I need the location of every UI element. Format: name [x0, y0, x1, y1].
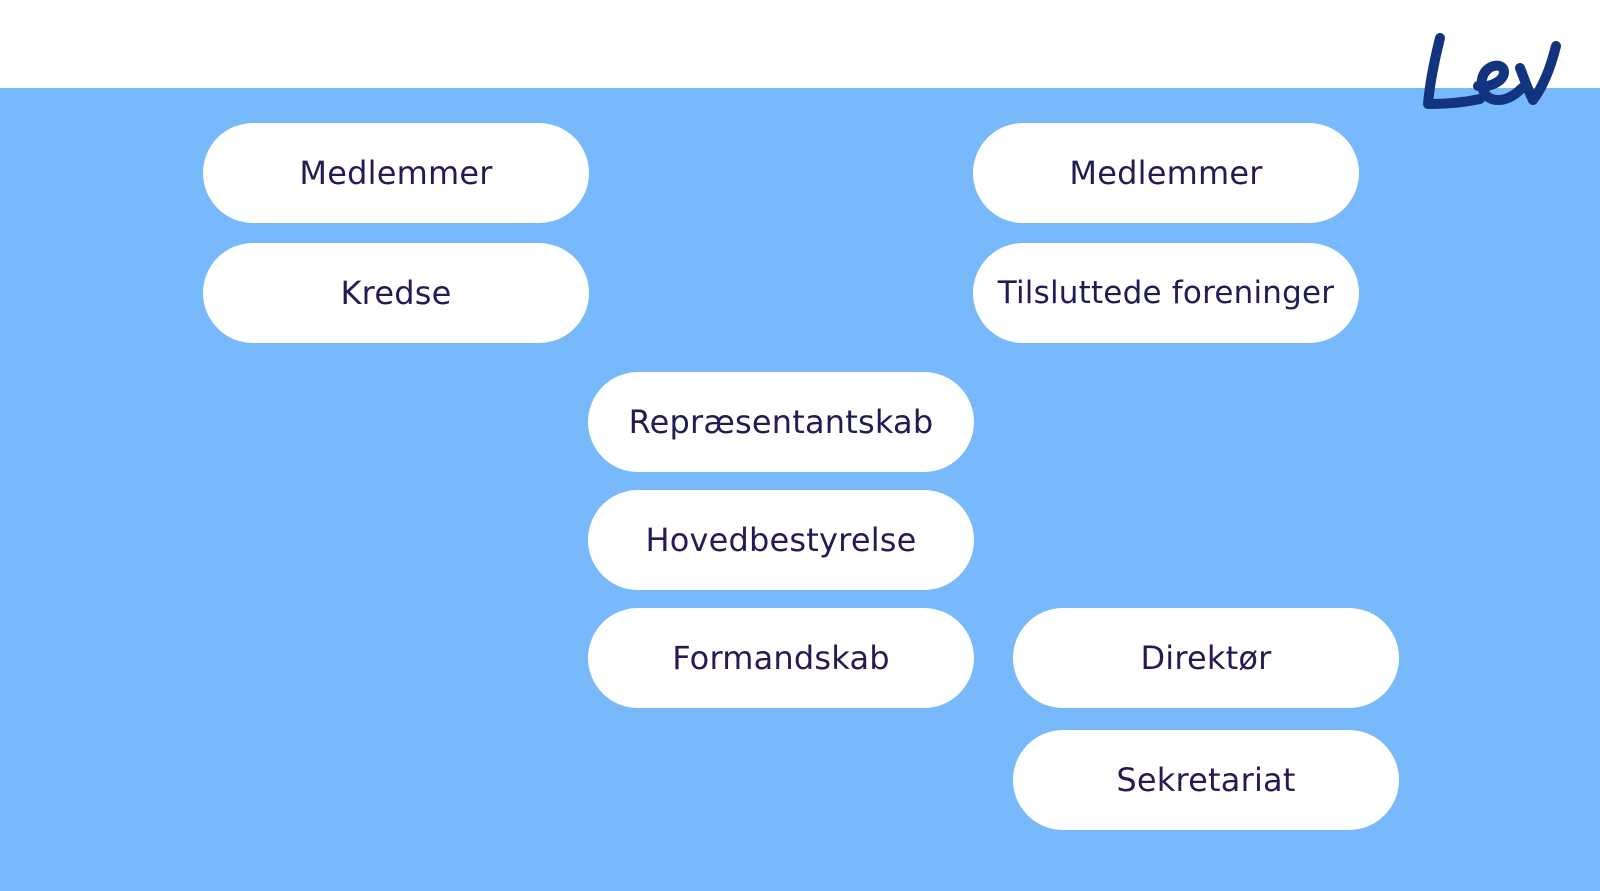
node-sekretariat: Sekretariat — [1013, 730, 1399, 830]
node-hovedbestyrelse: Hovedbestyrelse — [588, 490, 974, 590]
node-direktor: Direktør — [1013, 608, 1399, 708]
header-band — [0, 0, 1600, 88]
node-medlemmer-right: Medlemmer — [973, 123, 1359, 223]
lev-logo — [1418, 30, 1568, 116]
node-formandskab: Formandskab — [588, 608, 974, 708]
node-label: Hovedbestyrelse — [645, 521, 917, 559]
node-label: Tilsluttede foreninger — [997, 275, 1335, 311]
node-label: Kredse — [340, 274, 452, 312]
node-label: Repræsentantskab — [628, 403, 934, 441]
node-medlemmer-left: Medlemmer — [203, 123, 589, 223]
node-tilsluttede-foreninger: Tilsluttede foreninger — [973, 243, 1359, 343]
node-label: Direktør — [1140, 639, 1272, 677]
node-kredse: Kredse — [203, 243, 589, 343]
node-label: Sekretariat — [1116, 761, 1296, 799]
node-label: Formandskab — [672, 639, 890, 677]
node-label: Medlemmer — [1069, 154, 1263, 192]
node-label: Medlemmer — [299, 154, 493, 192]
lev-logo-icon — [1423, 33, 1561, 109]
node-repraesentantskab: Repræsentantskab — [588, 372, 974, 472]
